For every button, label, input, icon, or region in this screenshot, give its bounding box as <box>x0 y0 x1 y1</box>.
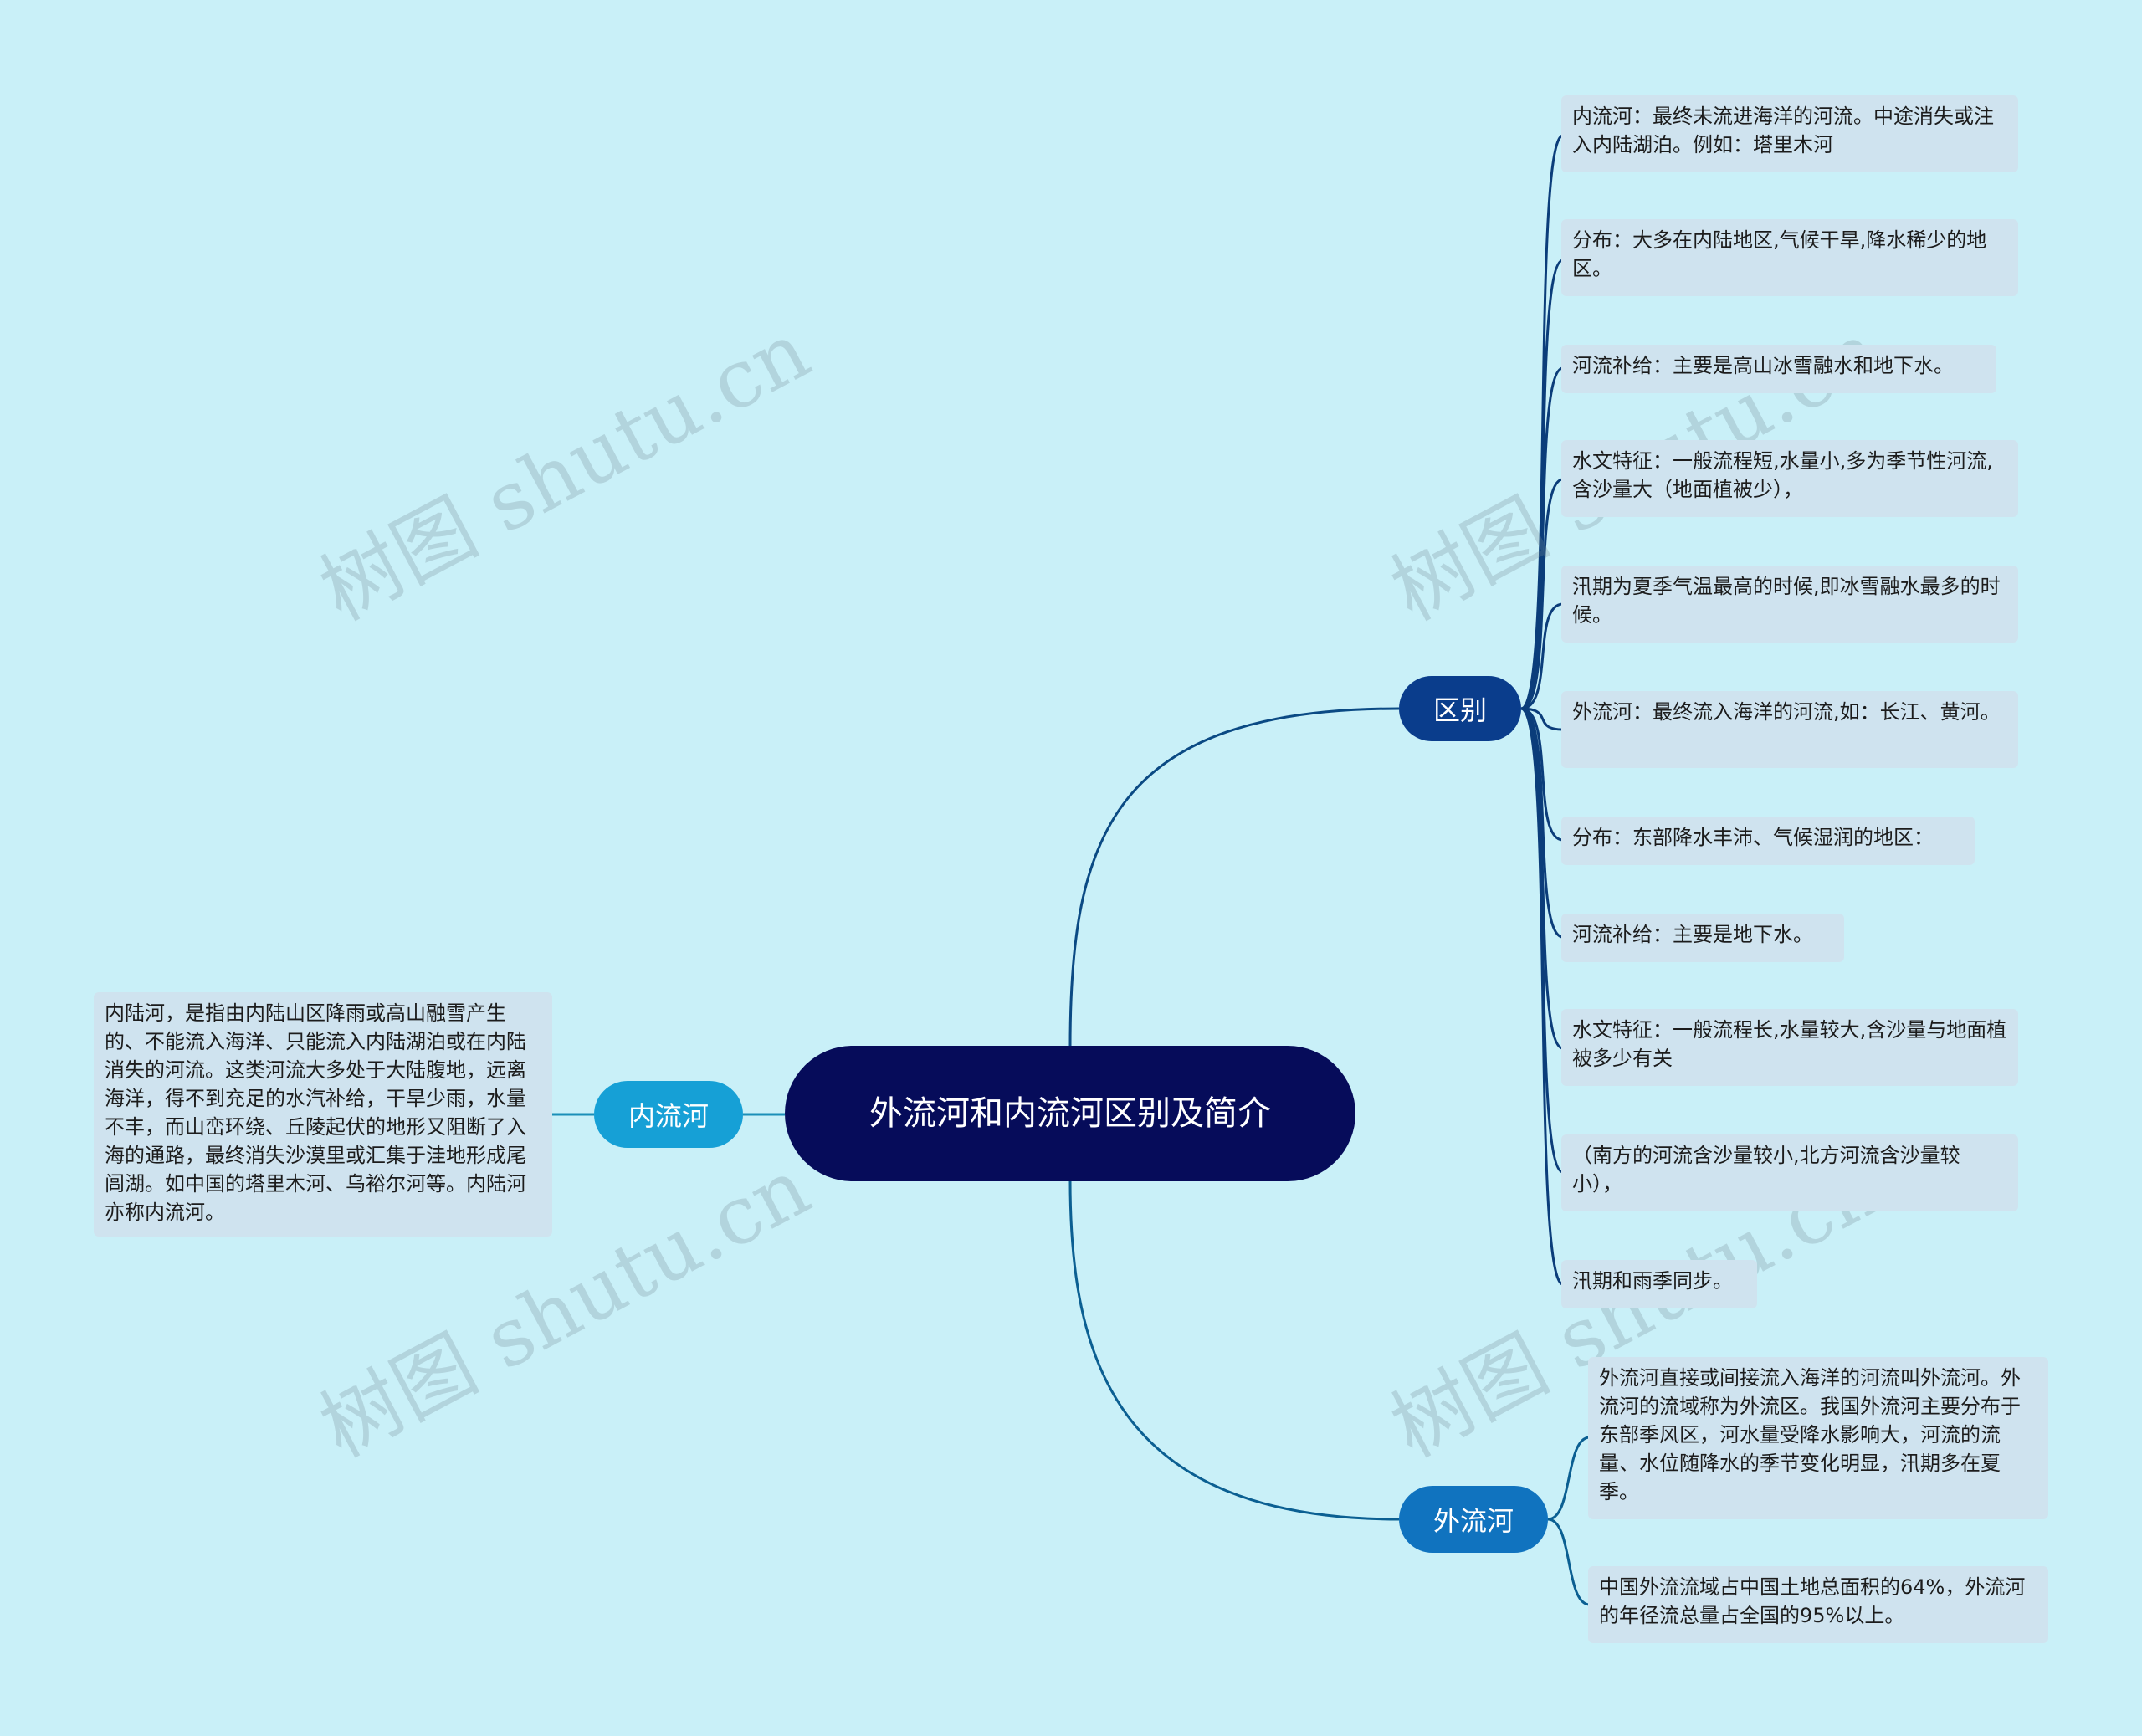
qubie-leaf-text: 分布：大多在内陆地区,气候干旱,降水稀少的地区。 <box>1572 228 1987 280</box>
links-qubie <box>1520 134 1564 1286</box>
branch-qubie[interactable]: 区别 <box>1399 676 1521 741</box>
qubie-leaf-text: （南方的河流含沙量较小,北方河流含沙量较小）， <box>1572 1144 1960 1196</box>
qubie-leaf[interactable]: 水文特征：一般流程短,水量小,多为季节性河流,含沙量大（地面植被少）， <box>1561 440 2018 517</box>
qubie-leaf-text: 内流河：最终未流进海洋的河流。中途消失或注入内陆湖泊。例如：塔里木河 <box>1572 105 1994 156</box>
qubie-leaf-text: 外流河：最终流入海洋的河流,如：长江、黄河。 <box>1572 700 2001 724</box>
qubie-leaf[interactable]: 分布：东部降水丰沛、气候湿润的地区： <box>1561 817 1975 865</box>
qubie-leaf[interactable]: 内流河：最终未流进海洋的河流。中途消失或注入内陆湖泊。例如：塔里木河 <box>1561 95 2018 172</box>
qubie-leaf[interactable]: 外流河：最终流入海洋的河流,如：长江、黄河。 <box>1561 691 2018 768</box>
wailiu-leaf[interactable]: 中国外流流域占中国土地总面积的64%，外流河的年径流总量占全国的95%以上。 <box>1588 1566 2048 1643</box>
wailiu-leaf[interactable]: 外流河直接或间接流入海洋的河流叫外流河。外流河的流域称为外流区。我国外流河主要分… <box>1588 1357 2048 1519</box>
branch-wailiu-label: 外流河 <box>1432 1505 1514 1537</box>
qubie-leaf-text: 河流补给：主要是高山冰雪融水和地下水。 <box>1572 354 1954 377</box>
root-topic[interactable]: 外流河和内流河区别及简介 <box>785 1046 1355 1181</box>
qubie-leaf-text: 汛期为夏季气温最高的时候,即冰雪融水最多的时候。 <box>1572 575 2001 627</box>
branch-wailiu[interactable]: 外流河 <box>1399 1486 1548 1553</box>
qubie-leaf-text: 汛期和雨季同步。 <box>1572 1269 1733 1293</box>
qubie-leaf[interactable]: 河流补给：主要是高山冰雪融水和地下水。 <box>1561 345 1996 393</box>
qubie-leaf[interactable]: 汛期为夏季气温最高的时候,即冰雪融水最多的时候。 <box>1561 566 2018 643</box>
qubie-leaf-text: 水文特征：一般流程长,水量较大,含沙量与地面植被多少有关 <box>1572 1018 2007 1070</box>
qubie-leaf[interactable]: 分布：大多在内陆地区,气候干旱,降水稀少的地区。 <box>1561 219 2018 296</box>
qubie-leaf[interactable]: （南方的河流含沙量较小,北方河流含沙量较小）， <box>1561 1134 2018 1211</box>
link-root-qubie <box>1068 707 1400 1048</box>
neiliu-leaf[interactable]: 内陆河，是指由内陆山区降雨或高山融雪产生的、不能流入海洋、只能流入内陆湖泊或在内… <box>94 992 552 1237</box>
wailiu-leaf-text: 外流河直接或间接流入海洋的河流叫外流河。外流河的流域称为外流区。我国外流河主要分… <box>1599 1366 2021 1503</box>
qubie-leaf[interactable]: 水文特征：一般流程长,水量较大,含沙量与地面植被多少有关 <box>1561 1009 2018 1086</box>
branch-qubie-label: 区别 <box>1432 694 1487 726</box>
wailiu-leaf-text: 中国外流流域占中国土地总面积的64%，外流河的年径流总量占全国的95%以上。 <box>1599 1575 2026 1627</box>
qubie-leaf[interactable]: 汛期和雨季同步。 <box>1561 1260 1757 1308</box>
qubie-leaf[interactable]: 河流补给：主要是地下水。 <box>1561 914 1844 962</box>
root-title: 外流河和内流河区别及简介 <box>869 1094 1271 1133</box>
branch-neiliu-label: 内流河 <box>628 1100 709 1132</box>
neiliu-leaf-text: 内陆河，是指由内陆山区降雨或高山融雪产生的、不能流入海洋、只能流入内陆湖泊或在内… <box>105 1001 526 1224</box>
link-root-wailiu <box>1068 1179 1400 1521</box>
qubie-leaf-text: 水文特征：一般流程短,水量小,多为季节性河流,含沙量大（地面植被少）， <box>1572 449 1993 501</box>
branch-neiliu[interactable]: 内流河 <box>594 1081 743 1148</box>
links-wailiu <box>1547 1436 1591 1606</box>
qubie-leaf-text: 分布：东部降水丰沛、气候湿润的地区： <box>1572 826 1934 849</box>
qubie-leaf-text: 河流补给：主要是地下水。 <box>1572 923 1813 946</box>
